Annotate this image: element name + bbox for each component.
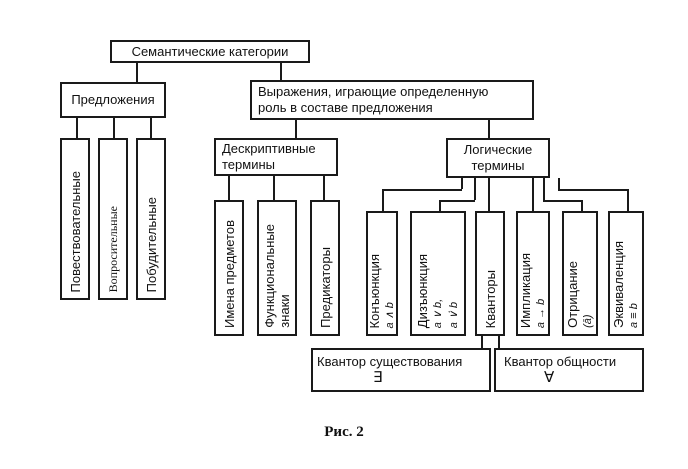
connector: [461, 178, 463, 189]
connector: [323, 176, 325, 200]
descriptive-term-node: Имена предметов: [214, 200, 244, 336]
logical-term-node: Эквиваленция a ≡ b: [608, 211, 644, 336]
connector: [581, 200, 583, 211]
connector: [382, 189, 462, 191]
connector: [228, 176, 230, 200]
logical-term-node: Отрицание (ā): [562, 211, 598, 336]
logical-term-label: Импликация a → b: [518, 247, 549, 334]
logical-term-node: Импликация a → b: [516, 211, 550, 336]
connector: [295, 120, 297, 138]
descriptive-term-label: Предикаторы: [317, 247, 333, 328]
descriptive-term-label: Функциональные знаки: [262, 218, 292, 334]
logical-term-label: Дизъюнкция a ∨ b, a ∨̇ b: [415, 248, 462, 334]
logical-term-label: Эквиваленция a ≡ b: [611, 235, 642, 334]
connector: [488, 178, 490, 211]
sentence-type-node: Вопросительные: [98, 138, 128, 300]
connector: [488, 120, 490, 138]
expressions-node: Выражения, играющие определенную роль в …: [250, 80, 534, 120]
sentence-type-label: Повествовательные: [67, 170, 83, 292]
logical-term-line1: Отрицание: [564, 261, 580, 328]
connector: [481, 336, 483, 348]
logical-term-node: Дизъюнкция a ∨ b, a ∨̇ b: [410, 211, 466, 336]
logical-node: Логические термины: [446, 138, 550, 178]
connector: [150, 118, 152, 138]
descriptive-term-line2: знаки: [277, 294, 292, 328]
connector: [382, 189, 384, 211]
connector: [474, 178, 476, 200]
descriptive-term-node: Функциональные знаки: [257, 200, 297, 336]
logical-term-label: Конъюнкция a ∧ b: [367, 248, 398, 334]
quantifier-node: Квантор общности ∀: [494, 348, 644, 392]
sentence-type-label: Вопросительные: [105, 205, 120, 292]
root-label: Семантические категории: [131, 43, 289, 59]
expressions-label-line2: роль в составе предложения: [258, 100, 433, 115]
connector: [498, 336, 500, 348]
connector: [76, 118, 78, 138]
logical-term-formula: (ā): [581, 314, 594, 328]
figure-caption: Рис. 2: [324, 424, 364, 440]
logical-term-formula: a ∨ b,: [431, 298, 444, 328]
logical-term-line1: Эквиваленция: [610, 241, 626, 328]
logical-term-label: Кванторы: [482, 269, 498, 328]
logical-term-node: Кванторы: [475, 211, 505, 336]
logical-term-line1: Конъюнкция: [366, 253, 382, 328]
connector: [439, 200, 475, 202]
logical-label-line1: Логические: [463, 142, 533, 157]
quantifier-label: Квантор общности: [504, 354, 617, 369]
forall-symbol-icon: ∀: [544, 369, 555, 386]
connector: [439, 200, 441, 211]
quantifier-label: Квантор существования: [317, 354, 463, 369]
sentences-label: Предложения: [71, 92, 155, 107]
descriptive-term-label: Имена предметов: [221, 219, 237, 328]
connector: [113, 118, 115, 138]
logical-term-label: Отрицание (ā): [565, 255, 596, 334]
logical-term-node: Конъюнкция a ∧ b: [366, 211, 398, 336]
connector: [136, 63, 138, 82]
logical-label-line2: термины: [471, 158, 525, 173]
exists-symbol-icon: ∃: [373, 369, 383, 386]
logical-term-line1: Импликация: [517, 252, 533, 328]
logical-term-formula: a ∧ b: [383, 301, 396, 328]
connector: [532, 178, 534, 211]
expressions-label-line1: Выражения, играющие определенную: [258, 84, 489, 99]
connector: [558, 178, 560, 189]
logical-term-line1: Дизъюнкция: [414, 253, 430, 328]
connector: [543, 200, 581, 202]
descriptive-term-line1: Функциональные: [262, 224, 277, 328]
descriptive-node: Дескриптивные термины: [214, 138, 338, 176]
descriptive-label-line1: Дескриптивные: [222, 141, 316, 156]
connector: [627, 189, 629, 211]
sentences-node: Предложения: [60, 82, 166, 118]
connector: [558, 189, 628, 191]
descriptive-term-node: Предикаторы: [310, 200, 340, 336]
logical-term-formula: a ∨̇ b: [447, 301, 460, 328]
sentence-type-label: Побудительные: [143, 196, 159, 292]
descriptive-label-line2: термины: [222, 157, 275, 172]
logical-term-formula: a ≡ b: [627, 303, 640, 328]
logical-term-formula: a → b: [534, 298, 547, 328]
connector: [543, 178, 545, 200]
quantifier-node: Квантор существования ∃: [311, 348, 491, 392]
connector: [273, 176, 275, 200]
sentence-type-node: Побудительные: [136, 138, 166, 300]
sentence-type-node: Повествовательные: [60, 138, 90, 300]
root-node: Семантические категории: [110, 40, 310, 63]
connector: [280, 63, 282, 80]
